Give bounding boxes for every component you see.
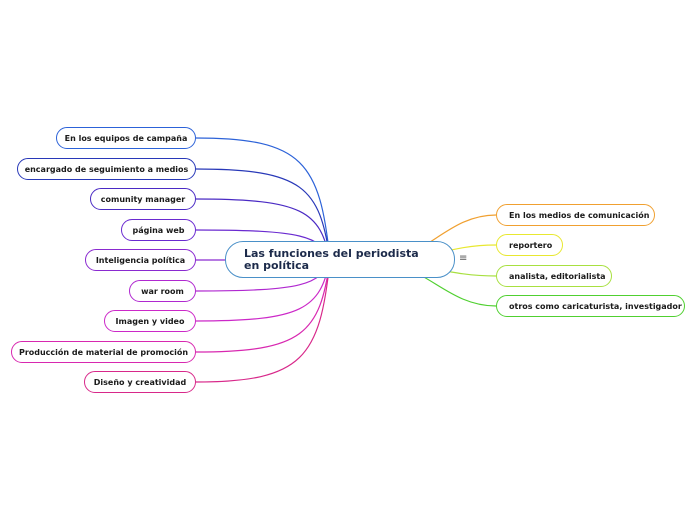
menu-icon[interactable]: ≡ bbox=[459, 253, 468, 264]
topic-label: En los medios de comunicación bbox=[509, 210, 650, 220]
topic-analista-editorialista[interactable]: analista, editorialista bbox=[496, 265, 612, 287]
topic-label: Diseño y creatividad bbox=[93, 377, 187, 387]
topic-encargado-de-seguimiento[interactable]: encargado de seguimiento a medios bbox=[17, 158, 196, 180]
topic-comunity-manager[interactable]: comunity manager bbox=[90, 188, 196, 210]
topic-imagen-y-video[interactable]: Imagen y video bbox=[104, 310, 196, 332]
central-topic-label: Las funciones del periodista en política bbox=[244, 247, 419, 272]
connector-left-7 bbox=[195, 259, 331, 353]
topic-label: Producción de material de promoción bbox=[18, 347, 189, 357]
topic-inteligencia-politica[interactable]: Inteligencia política bbox=[85, 249, 196, 271]
topic-produccion-de-material[interactable]: Producción de material de promoción bbox=[11, 341, 196, 363]
topic-label: Imagen y video bbox=[115, 316, 185, 326]
topic-label: En los equipos de campaña bbox=[64, 133, 188, 143]
topic-en-los-equipos-de-campana[interactable]: En los equipos de campaña bbox=[56, 127, 196, 149]
topic-label: comunity manager bbox=[100, 194, 186, 204]
topic-pagina-web[interactable]: página web bbox=[121, 219, 196, 241]
topic-reportero[interactable]: reportero bbox=[496, 234, 563, 256]
topic-label: Inteligencia política bbox=[95, 255, 186, 265]
connector-left-8 bbox=[195, 259, 331, 383]
topic-label: encargado de seguimiento a medios bbox=[24, 164, 189, 174]
central-topic[interactable]: Las funciones del periodista en política bbox=[225, 241, 455, 278]
topic-label: otros como caricaturista, investigador bbox=[509, 301, 682, 311]
topic-label: analista, editorialista bbox=[509, 271, 606, 281]
topic-label: página web bbox=[132, 225, 185, 235]
connector-left-0 bbox=[195, 137, 331, 261]
connector-left-1 bbox=[195, 168, 331, 261]
topic-label: reportero bbox=[509, 240, 553, 250]
topic-label: war room bbox=[141, 286, 184, 296]
topic-war-room[interactable]: war room bbox=[129, 280, 196, 302]
topic-en-los-medios[interactable]: En los medios de comunicación bbox=[496, 204, 655, 226]
topic-otros-como-caricaturista[interactable]: otros como caricaturista, investigador bbox=[496, 295, 685, 317]
topic-diseno-y-creatividad[interactable]: Diseño y creatividad bbox=[84, 371, 196, 393]
